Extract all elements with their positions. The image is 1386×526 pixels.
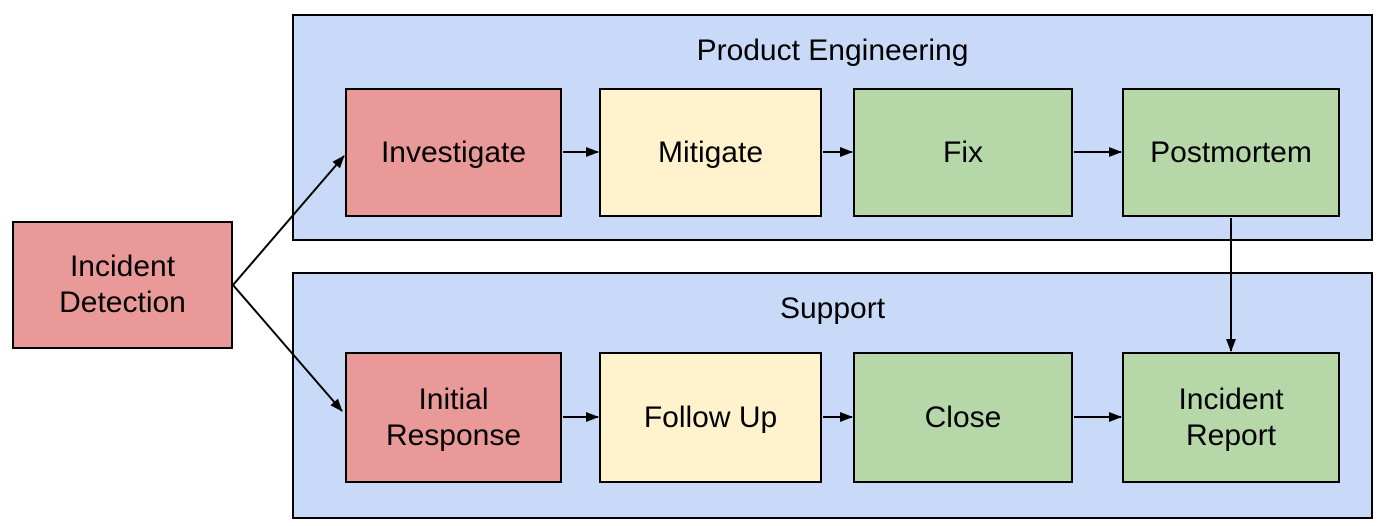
lane-title-product-engineering: Product Engineering [696,34,969,67]
node-label-incident-detection: Incident Detection [59,250,186,319]
node-fix[interactable]: Fix [853,88,1073,217]
lane-title-support: Support [779,292,886,325]
node-label-initial-response: Initial Response [385,382,522,452]
node-initial-response[interactable]: Initial Response [345,352,562,483]
node-mitigate[interactable]: Mitigate [599,88,822,217]
node-label-mitigate: Mitigate [657,135,764,169]
node-postmortem[interactable]: Postmortem [1122,88,1340,217]
node-follow-up[interactable]: Follow Up [599,352,822,483]
node-investigate[interactable]: Investigate [345,88,562,217]
node-label-fix: Fix [943,135,983,169]
node-label-follow-up: Follow Up [643,400,778,434]
node-label-incident-report: Incident Report [1178,382,1284,452]
node-label-investigate: Investigate [380,135,527,169]
node-incident-detection[interactable]: Incident Detection [12,221,233,349]
node-label-close: Close [924,400,1002,434]
node-close[interactable]: Close [853,352,1073,483]
node-incident-report[interactable]: Incident Report [1122,352,1340,483]
node-label-postmortem: Postmortem [1150,135,1312,169]
